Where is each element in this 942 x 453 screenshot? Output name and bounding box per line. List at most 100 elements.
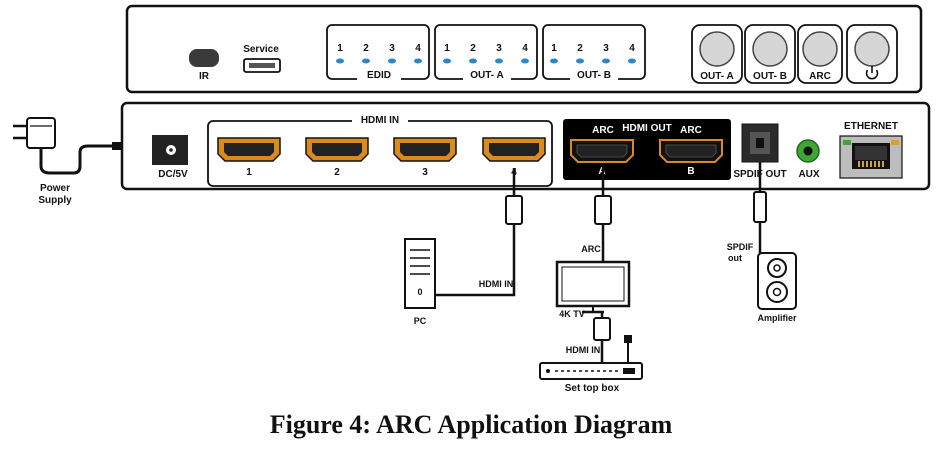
out-b-num-1: 1: [551, 43, 557, 54]
out-b-num-4: 4: [629, 43, 635, 54]
set-top-box-icon: [539, 362, 643, 380]
out-b-button-label: OUT- B: [753, 71, 787, 82]
out-a-led-4: [521, 58, 529, 64]
out-a-label: OUT- A: [470, 70, 504, 81]
power-button[interactable]: [854, 31, 890, 67]
hdmi-in-port-3-label: 3: [422, 167, 428, 178]
out-a-num-4: 4: [522, 43, 528, 54]
out-a-led-2: [469, 58, 477, 64]
out-a-led-group: 1 2 3 4 OUT- A: [434, 24, 538, 81]
edid-num-3: 3: [389, 43, 395, 54]
hdmi-out-label: HDMI OUT: [622, 123, 671, 134]
front-buttons: OUT- A OUT- B ARC: [691, 24, 898, 84]
pc-label: PC: [414, 316, 427, 326]
ethernet-socket-inner: [855, 146, 887, 160]
out-a-num-3: 3: [496, 43, 502, 54]
out-a-label-bg: [463, 67, 511, 81]
out-b-led-group: 1 2 3 4 OUT- B: [542, 24, 646, 81]
tv-connection: ARC 4K TV: [555, 166, 631, 319]
dc-label: DC/5V: [158, 169, 188, 180]
usb-port-inner: [249, 63, 275, 68]
stb-cable-connector: [593, 317, 611, 341]
edid-label-bg: [357, 67, 401, 81]
edid-led-2: [362, 58, 370, 64]
service-label: Service: [243, 44, 279, 55]
pc-cable-connector: [505, 195, 523, 225]
hdmi-in-port-4: [482, 137, 546, 162]
power-supply-adapter: [26, 117, 56, 149]
ethernet-pins: [858, 161, 884, 167]
hdmi-in-port-3: [393, 137, 457, 162]
out-a-button[interactable]: [699, 31, 735, 67]
tv-icon: [555, 260, 631, 314]
stb-cable-label: HDMI IN: [566, 345, 601, 355]
out-b-led-2: [576, 58, 584, 64]
spdif-cable-label-2: out: [728, 253, 742, 263]
amplifier-speaker-icon: [757, 252, 797, 310]
hdmi-out-port-a: [570, 139, 634, 163]
out-b-led-4: [628, 58, 636, 64]
out-a-num-2: 2: [470, 43, 476, 54]
out-b-num-3: 3: [603, 43, 609, 54]
hdmi-out-block: [563, 119, 731, 180]
hdmi-out-b-arc-label: ARC: [680, 125, 702, 136]
amplifier-label: Amplifier: [757, 313, 797, 323]
spdif-cable-label-1: SPDIF: [727, 242, 754, 252]
plug-prongs: [13, 124, 27, 140]
hdmi-out-a-arc-label: ARC: [592, 125, 614, 136]
hdmi-out-b-label: B: [687, 166, 694, 177]
power-supply-label-1: Power: [40, 183, 70, 194]
stb-connection: HDMI IN Set top box: [539, 312, 643, 394]
power-plug-tip: [112, 142, 122, 150]
out-b-label: OUT- B: [577, 70, 611, 81]
pc-tower-icon: [404, 238, 436, 309]
edid-num-4: 4: [415, 43, 421, 54]
antenna-icon: [624, 335, 632, 363]
front-panel: IR Service 1 2 3 4 EDID 1 2 3 4: [125, 4, 923, 94]
spdif-cable-connector: [753, 191, 767, 223]
out-b-button[interactable]: [752, 31, 788, 67]
edid-led-3: [388, 58, 396, 64]
hdmi-in-label: HDMI IN: [361, 115, 399, 126]
hdmi-out-port-b: [659, 139, 723, 163]
arc-button-label: ARC: [809, 71, 831, 82]
hdmi-cable-pc: [430, 168, 516, 297]
edid-led-1: [336, 58, 344, 64]
edid-label: EDID: [367, 70, 391, 81]
out-b-led-3: [602, 58, 610, 64]
out-a-led-3: [495, 58, 503, 64]
spdif-port-core: [756, 138, 764, 148]
ir-label: IR: [199, 71, 210, 82]
pc-cable-label: HDMI IN: [479, 279, 514, 289]
figure-caption: Figure 4: ARC Application Diagram: [269, 410, 673, 439]
pc-connection: HDMI IN 0 PC: [404, 168, 523, 326]
out-a-num-1: 1: [444, 43, 450, 54]
out-b-label-bg: [570, 67, 618, 81]
ethernet-led-amber: [891, 140, 899, 145]
out-a-led-1: [443, 58, 451, 64]
rear-panel: DC/5V HDMI IN 1 2 3 4 HDMI OUT ARC ARC: [120, 101, 931, 191]
dc-jack-pin: [169, 148, 173, 152]
ethernet-led-green: [843, 140, 851, 145]
edid-num-1: 1: [337, 43, 343, 54]
arc-button[interactable]: [802, 31, 838, 67]
tv-cable-connector: [594, 195, 612, 225]
power-cable: [39, 144, 118, 175]
aux-jack-hole: [803, 146, 813, 156]
hdmi-in-port-2-label: 2: [334, 167, 340, 178]
out-b-num-2: 2: [577, 43, 583, 54]
pc-digit: 0: [417, 287, 422, 297]
hdmi-in-port-1: [217, 137, 281, 162]
stb-label: Set top box: [565, 383, 620, 394]
aux-label: AUX: [798, 169, 819, 180]
out-a-button-label: OUT- A: [700, 71, 734, 82]
edid-led-group: 1 2 3 4 EDID: [326, 24, 430, 81]
ethernet-label: ETHERNET: [844, 121, 898, 132]
edid-led-4: [414, 58, 422, 64]
hdmi-in-label-bg: [352, 113, 408, 127]
amplifier-connection: SPDIF out Amplifier: [727, 162, 797, 323]
tv-label: 4K TV: [559, 309, 585, 319]
edid-num-2: 2: [363, 43, 369, 54]
power-supply: Power Supply: [13, 117, 122, 206]
power-icon: [865, 66, 879, 80]
